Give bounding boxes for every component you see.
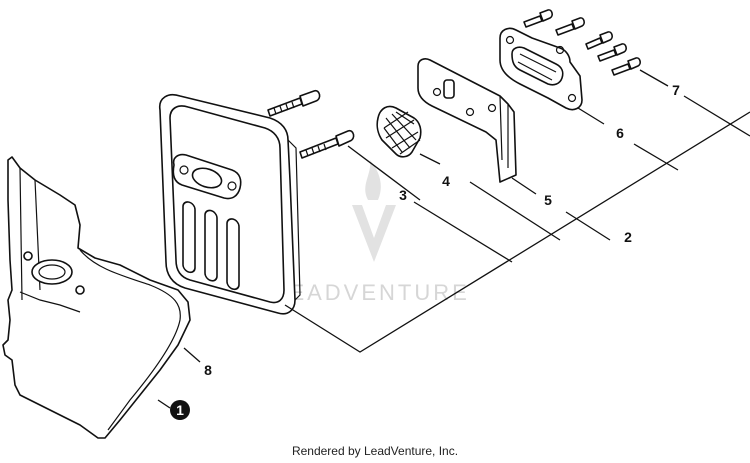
callout-3: 3	[399, 187, 407, 203]
callout-marker-icon	[170, 400, 190, 420]
part-screen	[376, 105, 422, 158]
part-manifold	[499, 27, 583, 111]
callout-8: 8	[204, 362, 212, 378]
screw-icon	[597, 43, 627, 62]
part-heat-shield	[2, 156, 191, 439]
part-muffler	[158, 94, 301, 315]
footer-credit: Rendered by LeadVenture, Inc.	[291, 444, 459, 458]
leader-lines	[157, 69, 750, 409]
callout-5: 5	[544, 192, 552, 208]
callout-4: 4	[442, 173, 450, 189]
watermark-text: LEADVENTURE	[274, 280, 470, 305]
callout-2: 2	[624, 229, 632, 245]
screw-icon	[611, 57, 641, 76]
callout-1: 1	[176, 402, 184, 418]
callout-7: 7	[672, 82, 680, 98]
leadventure-logo-icon	[352, 160, 396, 262]
part-plate	[417, 58, 517, 183]
callout-6: 6	[616, 125, 624, 141]
screw-icon	[523, 9, 553, 28]
screw-icon	[555, 17, 585, 36]
screw-icon	[585, 31, 613, 50]
bolt-icon	[299, 129, 355, 159]
bolt-icon	[267, 89, 321, 117]
